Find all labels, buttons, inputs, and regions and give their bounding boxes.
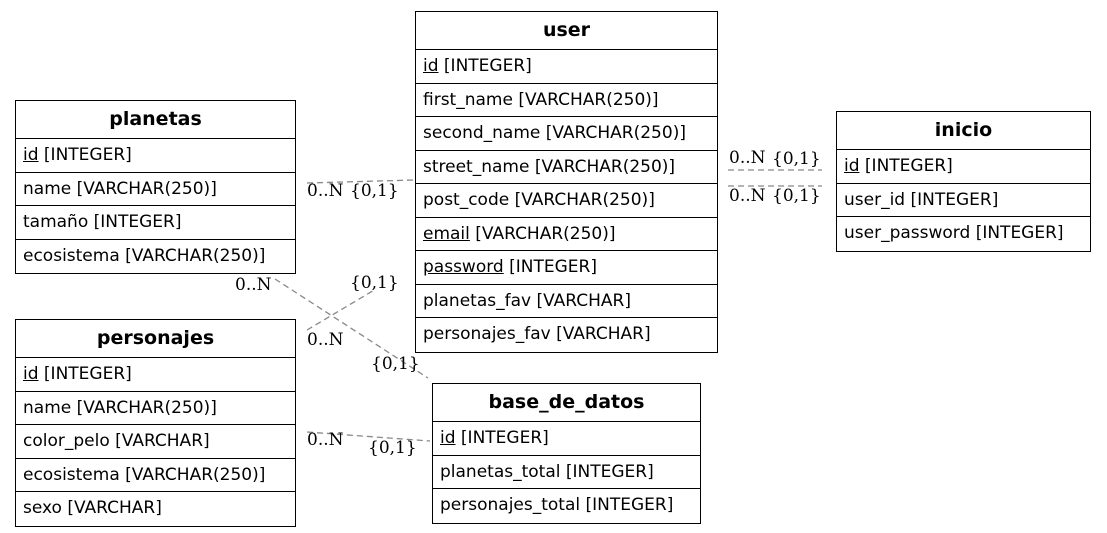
field-type: [VARCHAR(250)]	[469, 223, 616, 244]
field-row: ecosistema [VARCHAR(250)]	[23, 245, 266, 266]
edge-personajes-base	[306, 431, 431, 442]
field-row: planetas_total [INTEGER]	[433, 456, 700, 489]
field-row: name [VARCHAR(250)]	[16, 392, 295, 425]
field-row: tamaño [INTEGER]	[16, 206, 295, 240]
cardinality-label: 0..N	[729, 186, 766, 206]
entity-title: planetas	[16, 101, 295, 139]
cardinality-label: 0..N	[307, 430, 344, 450]
edge-planetas-base	[274, 278, 429, 379]
field-row: id [INTEGER]	[416, 50, 717, 84]
entity-planetas[interactable]: planetas id [INTEGER] name [VARCHAR(250)…	[15, 100, 296, 274]
field-row: id [INTEGER]	[16, 139, 295, 173]
cardinality-label: {0,1}	[368, 438, 417, 458]
entity-base-de-datos[interactable]: base_de_datos id [INTEGER] planetas_tota…	[432, 383, 701, 524]
field-row: second_name [VARCHAR(250)]	[416, 117, 717, 151]
entity-title: inicio	[837, 112, 1090, 150]
entity-title: personajes	[16, 320, 295, 358]
primary-key: id	[440, 428, 456, 448]
field-row: password [INTEGER]	[416, 251, 717, 285]
field-type: [INTEGER]	[503, 257, 597, 277]
cardinality-label: {0,1}	[371, 354, 420, 374]
primary-key: id	[23, 364, 39, 384]
field-type: [INTEGER]	[859, 156, 953, 176]
field-row: user_id [INTEGER]	[837, 184, 1090, 217]
primary-key: password	[423, 257, 504, 277]
field-type: [INTEGER]	[438, 56, 532, 76]
cardinality-label: 0..N	[729, 148, 766, 168]
edge-personajes-user	[306, 288, 377, 331]
cardinality-label: 0..N	[235, 275, 272, 295]
field-type: [INTEGER]	[38, 364, 132, 384]
cardinality-label: 0..N	[307, 330, 344, 350]
primary-key: id	[423, 56, 439, 76]
primary-key: id	[23, 145, 39, 165]
field-row: id [INTEGER]	[16, 358, 295, 392]
field-row: first_name [VARCHAR(250)]	[416, 84, 717, 117]
field-row: planetas_fav [VARCHAR]	[416, 285, 717, 318]
entity-inicio[interactable]: inicio id [INTEGER] user_id [INTEGER] us…	[836, 111, 1091, 252]
primary-key: id	[844, 156, 860, 176]
entity-personajes[interactable]: personajes id [INTEGER] name [VARCHAR(25…	[15, 319, 296, 527]
field-row: id [INTEGER]	[837, 150, 1090, 184]
field-row: street_name [VARCHAR(250)]	[416, 151, 717, 184]
field-row: name [VARCHAR(250)]	[16, 173, 295, 206]
field-row: personajes_fav [VARCHAR]	[423, 324, 651, 344]
field-row: color_pelo [VARCHAR]	[16, 425, 295, 459]
field-row: ecosistema [VARCHAR(250)]	[16, 459, 295, 492]
field-row: email [VARCHAR(250)]	[416, 218, 717, 251]
field-row: id [INTEGER]	[433, 422, 700, 456]
field-type: [INTEGER]	[455, 428, 549, 448]
field-type: [INTEGER]	[38, 145, 132, 165]
field-row: sexo [VARCHAR]	[23, 498, 162, 518]
field-row: post_code [VARCHAR(250)]	[416, 184, 717, 218]
edge-planetas-user	[306, 179, 415, 184]
cardinality-label: 0..N	[307, 181, 344, 201]
cardinality-label: {0,1}	[772, 149, 821, 169]
cardinality-label: {0,1}	[350, 273, 399, 293]
entity-user[interactable]: user id [INTEGER] first_name [VARCHAR(25…	[415, 11, 718, 353]
primary-key: email	[423, 223, 470, 244]
field-row: personajes_total [INTEGER]	[440, 495, 674, 515]
entity-title: user	[416, 12, 717, 50]
cardinality-label: {0,1}	[350, 181, 399, 201]
cardinality-label: {0,1}	[772, 186, 821, 206]
entity-title: base_de_datos	[433, 384, 700, 422]
field-row: user_password [INTEGER]	[844, 223, 1064, 243]
